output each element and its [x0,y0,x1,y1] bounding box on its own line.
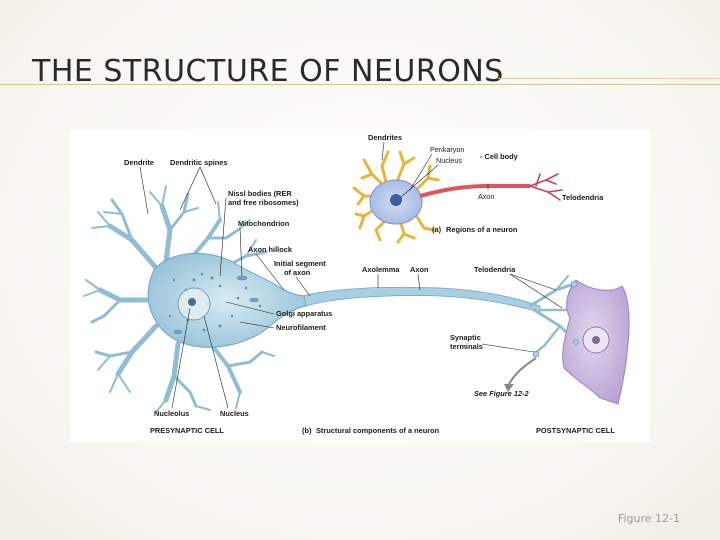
label-axon-b: Axon [410,265,429,274]
label-postsynaptic-cell: POSTSYNAPTIC CELL [536,426,615,435]
axon-b-shape [303,286,541,313]
label-nucleolus: Nucleolus [154,409,189,418]
telodendria-a-shape [529,173,563,201]
see-figure-arrow [507,357,537,387]
label-golgi: Golgi apparatus [276,309,332,318]
label-initial-segment-1: Initial segment [274,259,326,268]
nucleus-a-shape [390,194,402,206]
regions-neuron-diagram: Dendrites Perikaryon Nucleus - Cell body… [352,133,604,244]
label-perikaryon: Perikaryon [430,145,464,154]
label-nucleus-a: Nucleus [436,156,462,165]
structural-neuron-diagram: Dendrite Dendritic spines Nissl bodies (… [83,158,630,435]
label-dendrite: Dendrite [124,158,154,167]
label-axon-hillock: Axon hillock [248,245,293,254]
presynaptic-dendrites-shape [83,185,275,413]
label-nissl-2: and free ribosomes) [228,198,299,207]
label-presynaptic-cell: PRESYNAPTIC CELL [150,426,224,435]
presynaptic-nucleolus-shape [188,298,196,306]
slide-title: THE STRUCTURE OF NEURONS [32,54,504,89]
label-initial-segment-2: of axon [284,268,311,277]
label-axolemma: Axolemma [362,265,400,274]
caption-a: Regions of a neuron [446,225,518,234]
label-synaptic-1: Synaptic [450,333,481,342]
figure-caption: Figure 12-1 [617,512,680,525]
axon-a-shape [419,184,530,198]
label-mitochondrion: Mitochondrion [238,219,290,228]
caption-b-letter: (b) [302,426,312,435]
neuron-diagram-svg: Dendrites Perikaryon Nucleus - Cell body… [83,133,630,435]
label-nissl-1: Nissl bodies (RER [228,189,292,198]
synaptic-terminals-shape [532,280,579,358]
title-accent-line [498,78,720,79]
mitochondria-shape [173,275,259,335]
label-see-figure: See Figure 12-2 [474,389,530,398]
neuron-figure: Dendrites Perikaryon Nucleus - Cell body… [70,130,650,442]
label-dendrites-a: Dendrites [368,133,402,142]
label-dendritic-spines: Dendritic spines [170,158,228,167]
caption-a-letter: (a) [432,225,442,234]
label-nucleus-b: Nucleus [220,409,249,418]
label-synaptic-2: terminals [450,342,483,351]
postsynaptic-nucleolus-shape [592,336,600,344]
label-telodendria-b: Telodendria [474,265,516,274]
label-cell-body: - Cell body [480,152,519,161]
caption-b: Structural components of a neuron [316,426,440,435]
title-underline [0,84,720,85]
label-telodendria-a: Telodendria [562,193,604,202]
label-neurofilament: Neurofilament [276,323,326,332]
label-axon-a: Axon [478,192,494,201]
